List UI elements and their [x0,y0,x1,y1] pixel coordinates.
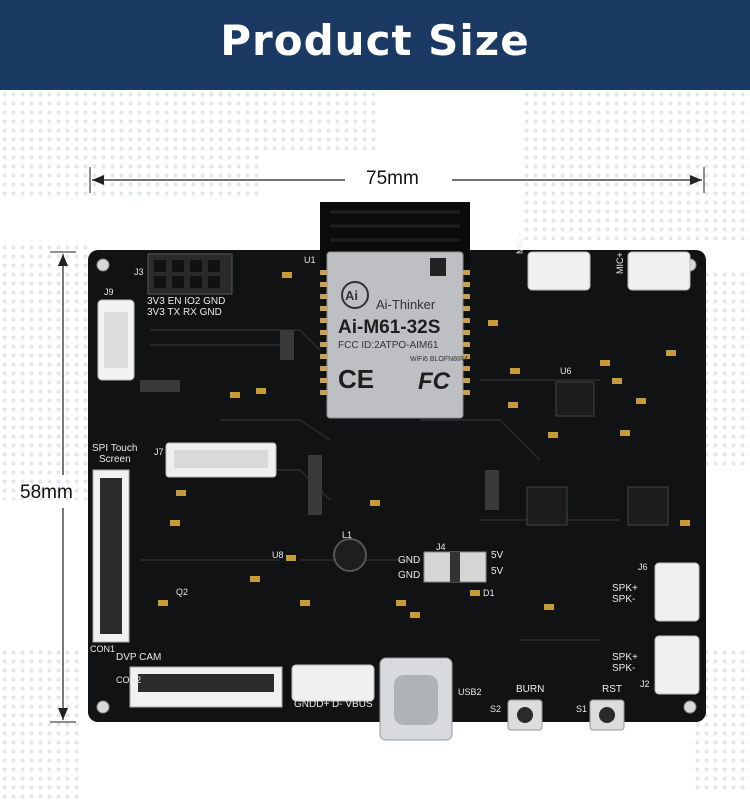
width-dimension-label: 75mm [366,168,419,189]
gndd-vbus-label: GNDD+ D- VBUS [294,699,373,710]
j3-pins-row2: 3V3 TX RX GND [147,307,222,318]
s2-label: S2 [490,704,502,714]
spk-minus-label-1: SPK- [612,594,636,605]
title-banner: Product Size [0,0,750,90]
5v-label-1: 5V [491,550,504,561]
screen-label: Screen [99,454,131,465]
j3-label: J3 [134,267,144,277]
burn-button-label: BURN [516,684,545,695]
spk-plus-label-2: SPK+ [612,652,638,663]
module-wifi: WiFi6 BLOFN8IR4 [410,356,468,363]
spk-minus-label-2: SPK- [612,663,636,674]
j2-label: J2 [640,679,650,689]
mic-label-1: MIC+ [515,232,525,254]
j4-label: J4 [436,542,446,552]
gnd-label-1: GND [398,555,421,566]
rst-button-label: RST [602,684,622,695]
d1-label: D1 [483,588,495,598]
fc-mark: FC [418,368,450,395]
con2-label: CON2 [116,675,142,685]
mic-label-2: MIC+ [615,252,625,274]
spi-touch-label: SPI Touch [92,443,138,454]
module-brand: Ai-Thinker [376,297,436,312]
5v-label-2: 5V [491,566,504,577]
gnd-label-2: GND [398,570,421,581]
s1-label: S1 [576,704,588,714]
ce-mark: CE [338,364,375,394]
module-fcc: FCC ID:2ATPO-AIM61 [338,340,439,351]
module-model: Ai-M61-32S [338,317,441,338]
con1-label: CON1 [90,644,116,654]
q2-label: Q2 [176,587,189,597]
u8-label: U8 [272,550,284,560]
svg-text:Ai: Ai [345,288,358,303]
u1-label: U1 [304,255,316,265]
height-dimension-label: 58mm [20,482,73,503]
u6-label: U6 [560,366,572,376]
spk-plus-label-1: SPK+ [612,583,638,594]
l1-label: L1 [342,530,353,540]
dvp-cam-label: DVP CAM [116,652,162,663]
usb2-label: USB2 [458,687,482,697]
j7-label: J7 [154,447,164,457]
j3-pins-row1: 3V3 EN IO2 GND [147,296,226,307]
j9-label: J9 [104,287,114,297]
j6-label: J6 [638,562,648,572]
page-title: Product Size [220,16,530,65]
